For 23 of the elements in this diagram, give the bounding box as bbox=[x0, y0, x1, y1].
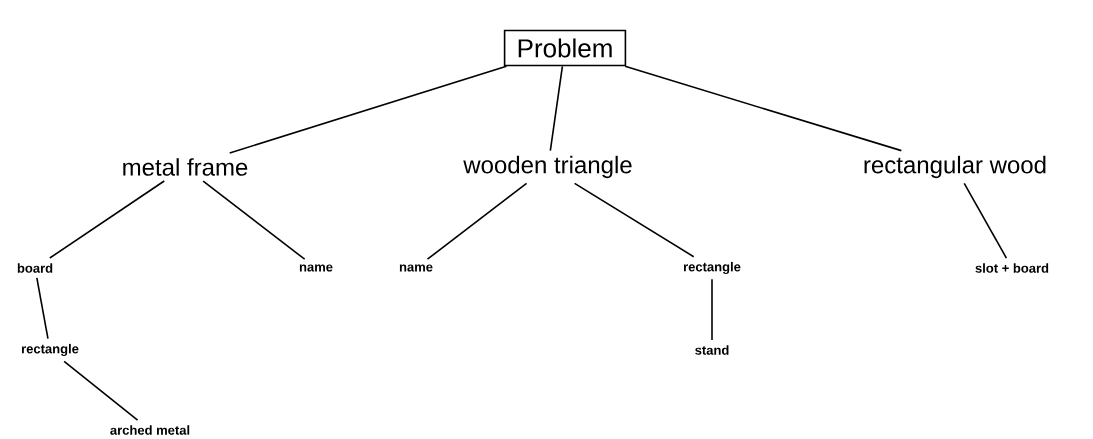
connector-line bbox=[202, 180, 306, 261]
connector-line bbox=[573, 182, 695, 258]
category-label: metal frame bbox=[123, 158, 248, 176]
connector-line bbox=[426, 182, 528, 261]
connector-line bbox=[36, 277, 49, 340]
connector-line bbox=[549, 65, 564, 152]
leaf-label: name bbox=[299, 264, 333, 272]
connector-line bbox=[711, 278, 713, 341]
connector-line bbox=[49, 180, 166, 259]
leaf-label: rectangle bbox=[683, 261, 741, 275]
leaf-label: slot + board bbox=[975, 263, 1049, 273]
connector-line bbox=[228, 65, 508, 154]
problem-box: Problem bbox=[503, 29, 627, 67]
leaf-label: rectangle bbox=[22, 343, 79, 357]
leaf-label: board bbox=[17, 263, 53, 273]
category-label: wooden triangle bbox=[463, 155, 632, 179]
category-label: rectangular wood bbox=[864, 155, 1046, 179]
connector-line bbox=[963, 182, 1008, 259]
connector-line bbox=[63, 360, 139, 421]
connector-line bbox=[624, 65, 903, 152]
leaf-label: stand bbox=[695, 345, 729, 355]
leaf-label: name bbox=[399, 264, 433, 272]
leaf-label: arched metal bbox=[110, 425, 190, 435]
